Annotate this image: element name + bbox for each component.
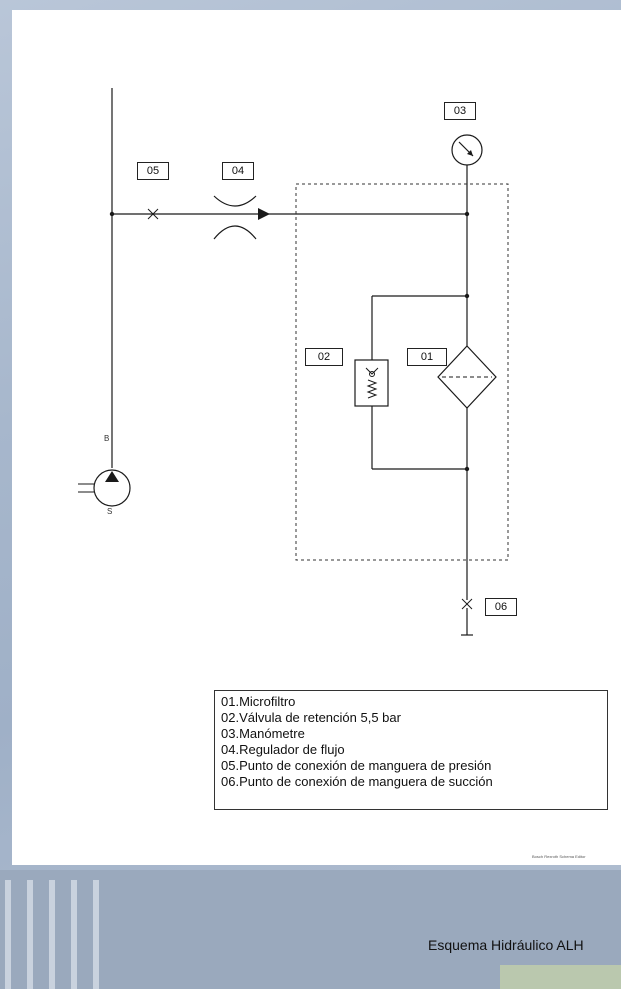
junction-dot — [109, 211, 115, 217]
microfilter-symbol — [437, 345, 497, 409]
legend-item: 04.Regulador de flujo — [221, 742, 345, 757]
flow-arrow-icon — [258, 208, 270, 220]
junction-dot — [464, 293, 470, 299]
pressure-gauge-symbol — [451, 134, 483, 166]
label-04-flow-regulator: 04 — [222, 162, 254, 180]
suction-connection-point-symbol — [461, 598, 473, 610]
legend-item: 03.Manómetre — [221, 726, 305, 741]
legend-item: 05.Punto de conexión de manguera de pres… — [221, 758, 492, 773]
legend-item: 01.Microfiltro — [221, 694, 296, 709]
schematic-sheet: 03 05 04 02 01 06 B S 01.Microfiltro 02.… — [12, 10, 621, 865]
pressure-connection-point-symbol — [147, 208, 159, 220]
legend-item: 02.Válvula de retención 5,5 bar — [221, 710, 401, 725]
junction-dot — [464, 211, 470, 217]
label-02-check-valve: 02 — [305, 348, 343, 366]
pump-port-b-label: B — [104, 434, 110, 443]
check-valve-symbol — [354, 359, 389, 407]
junction-dot — [464, 466, 470, 472]
hydraulic-schematic — [78, 88, 509, 636]
flow-regulator-symbol — [213, 195, 257, 240]
label-01-microfilter: 01 — [407, 348, 447, 366]
legend-item: 06.Punto de conexión de manguera de succ… — [221, 774, 493, 789]
figure-caption: Esquema Hidráulico ALH — [428, 937, 584, 953]
component-legend: 01.Microfiltro 02.Válvula de retención 5… — [214, 690, 608, 810]
label-03-manometer: 03 — [444, 102, 476, 120]
pump-port-s-label: S — [107, 507, 113, 516]
label-06-suction-connection: 06 — [485, 598, 517, 616]
hydraulic-pump-symbol — [78, 469, 131, 507]
editor-credit: Bosch Rexroth Schema Editor — [532, 854, 586, 859]
label-05-pressure-connection: 05 — [137, 162, 169, 180]
